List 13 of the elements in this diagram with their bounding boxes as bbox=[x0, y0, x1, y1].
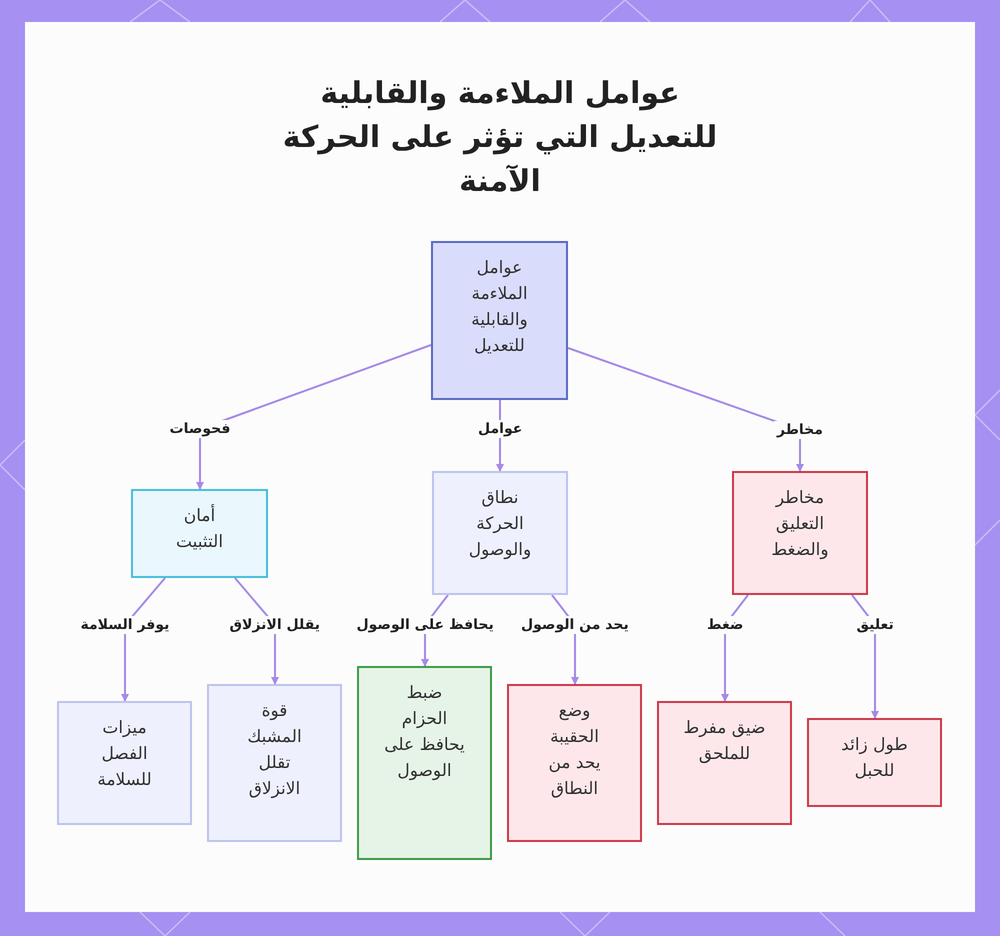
detail-box: قوة المشبك تقلل الانزلاق bbox=[207, 684, 342, 842]
connector bbox=[568, 347, 804, 472]
detail-box: ضيق مفرط للملحق bbox=[657, 701, 792, 825]
detail-box: ضبط الحزام يحافظ على الوصول bbox=[357, 666, 492, 860]
detail-box: وضع الحقيبة يحد من النطاق bbox=[507, 684, 642, 842]
category-box: نطاق الحركة والوصول bbox=[432, 471, 568, 595]
category-box: أمان التثبيت bbox=[131, 489, 268, 578]
connector bbox=[196, 344, 432, 490]
detail-box: طول زائد للحبل bbox=[807, 718, 942, 807]
topic-box: عوامل الملاءمة والقابلية للتعديل bbox=[431, 241, 568, 400]
detail-box: ميزات الفصل للسلامة bbox=[57, 701, 192, 825]
title: عوامل الملاءمة والقابلية للتعديل التي تؤثر على الحركة الآمنة bbox=[282, 75, 718, 201]
category-box: مخاطر التعليق والضغط bbox=[732, 471, 868, 595]
